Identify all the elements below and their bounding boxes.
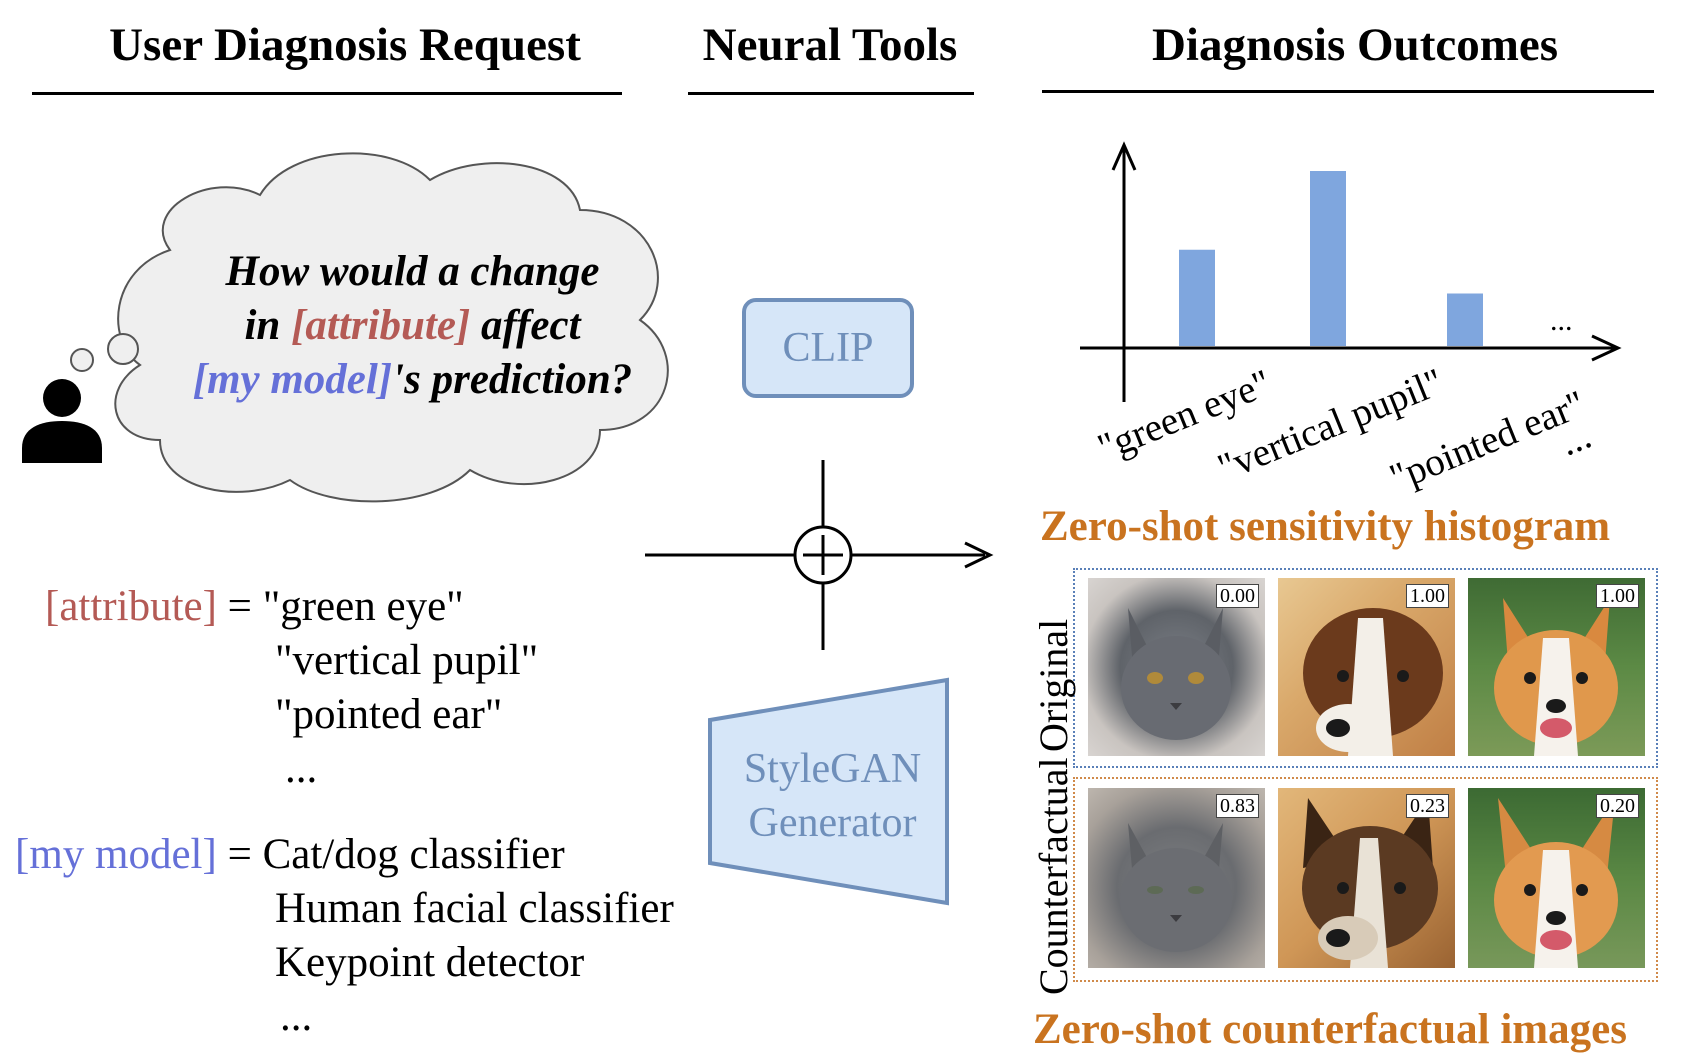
bubble-attribute: [attribute] [291, 302, 471, 349]
x-axis-arrow [1591, 334, 1622, 362]
image-dog1-counterfactual: 0.23 [1278, 788, 1455, 968]
corgi-icon [1494, 798, 1618, 968]
model-list: [my model] = Cat/dog classifier Human fa… [15, 828, 674, 1044]
image-cat-counterfactual: 0.83 [1088, 788, 1265, 968]
bubble-dot-large [107, 333, 139, 365]
stylegan-label: StyleGAN Generator [715, 742, 950, 850]
score-badge: 0.20 [1596, 794, 1639, 818]
model-item: Human facial classifier [275, 885, 674, 932]
dog-icon [1302, 798, 1438, 968]
dog-icon [1303, 608, 1443, 756]
image-dog1-original: 1.00 [1278, 578, 1455, 756]
model-item: Keypoint detector [275, 939, 585, 986]
bubble-line-3: [my model]'s prediction? [140, 353, 685, 407]
attribute-key: [attribute] [45, 583, 217, 630]
attribute-list: [attribute] = "green eye" "vertical pupi… [45, 580, 538, 796]
model-item: Cat/dog classifier [262, 831, 565, 878]
clip-label: CLIP [782, 325, 874, 371]
bubble-dot-small [70, 348, 94, 372]
cat-icon [1120, 823, 1232, 952]
y-axis-arrow [1111, 141, 1137, 171]
image-dog2-original: 1.00 [1468, 578, 1645, 756]
score-badge: 0.00 [1216, 584, 1259, 608]
score-badge: 0.23 [1406, 794, 1449, 818]
bubble-text-prediction: 's prediction? [392, 356, 633, 403]
bubble-line-2: in [attribute] affect [140, 299, 685, 353]
category-ellipsis: ... [1553, 413, 1598, 465]
stylegan-label-line2: Generator [748, 800, 917, 846]
attribute-ellipsis: ... [285, 745, 318, 792]
bubble-model: [my model] [192, 356, 393, 403]
histogram-bar [1447, 293, 1483, 346]
score-badge: 0.83 [1216, 794, 1259, 818]
corgi-icon [1494, 598, 1618, 756]
thought-bubble [70, 152, 669, 503]
histogram-bar [1179, 249, 1215, 346]
bubble-text-in: in [244, 302, 292, 349]
bubble-text-affect: affect [470, 302, 581, 349]
cat-icon [1121, 608, 1231, 740]
model-key: [my model] [15, 831, 217, 878]
stylegan-trapezoid [708, 677, 949, 906]
score-badge: 1.00 [1406, 584, 1449, 608]
header-outcomes-rule [1042, 90, 1654, 93]
stylegan-label-line1: StyleGAN [743, 746, 922, 792]
header-tools: Neural Tools [702, 19, 958, 71]
x-axis-ellipsis: ... [1550, 304, 1573, 337]
header-request-rule [32, 92, 622, 95]
combine-arrows [645, 460, 994, 650]
histogram-bar [1310, 171, 1346, 346]
image-dog2-counterfactual: 0.20 [1468, 788, 1645, 968]
user-icon [22, 379, 102, 463]
bubble-question: How would a change in [attribute] affect… [140, 245, 685, 407]
attribute-item: "green eye" [262, 583, 464, 630]
header-tools-rule [688, 92, 974, 95]
original-row-frame [1073, 568, 1658, 768]
row-label-original: Original [1031, 618, 1076, 752]
header-request: User Diagnosis Request [109, 19, 581, 71]
counterfactual-caption: Zero-shot counterfactual images [1033, 1006, 1627, 1053]
attribute-item: "vertical pupil" [275, 637, 539, 684]
image-cat-original: 0.00 [1088, 578, 1265, 756]
attribute-row: [attribute] = "green eye" [45, 580, 538, 634]
model-ellipsis: ... [280, 993, 313, 1040]
attribute-equals: = [216, 583, 263, 630]
clip-box: CLIP [742, 298, 914, 398]
model-row: [my model] = Cat/dog classifier [15, 828, 674, 882]
attribute-item: "pointed ear" [275, 691, 503, 738]
header-outcomes: Diagnosis Outcomes [1151, 19, 1559, 71]
row-label-counterfactual: Counterfactual [1031, 757, 1076, 995]
bubble-line-1: How would a change [225, 248, 600, 295]
score-badge: 1.00 [1596, 584, 1639, 608]
counterfactual-row-frame [1073, 777, 1658, 982]
histogram-caption: Zero-shot sensitivity histogram [1040, 503, 1611, 550]
sensitivity-histogram: ... [1080, 141, 1622, 402]
model-equals: = [216, 831, 263, 878]
